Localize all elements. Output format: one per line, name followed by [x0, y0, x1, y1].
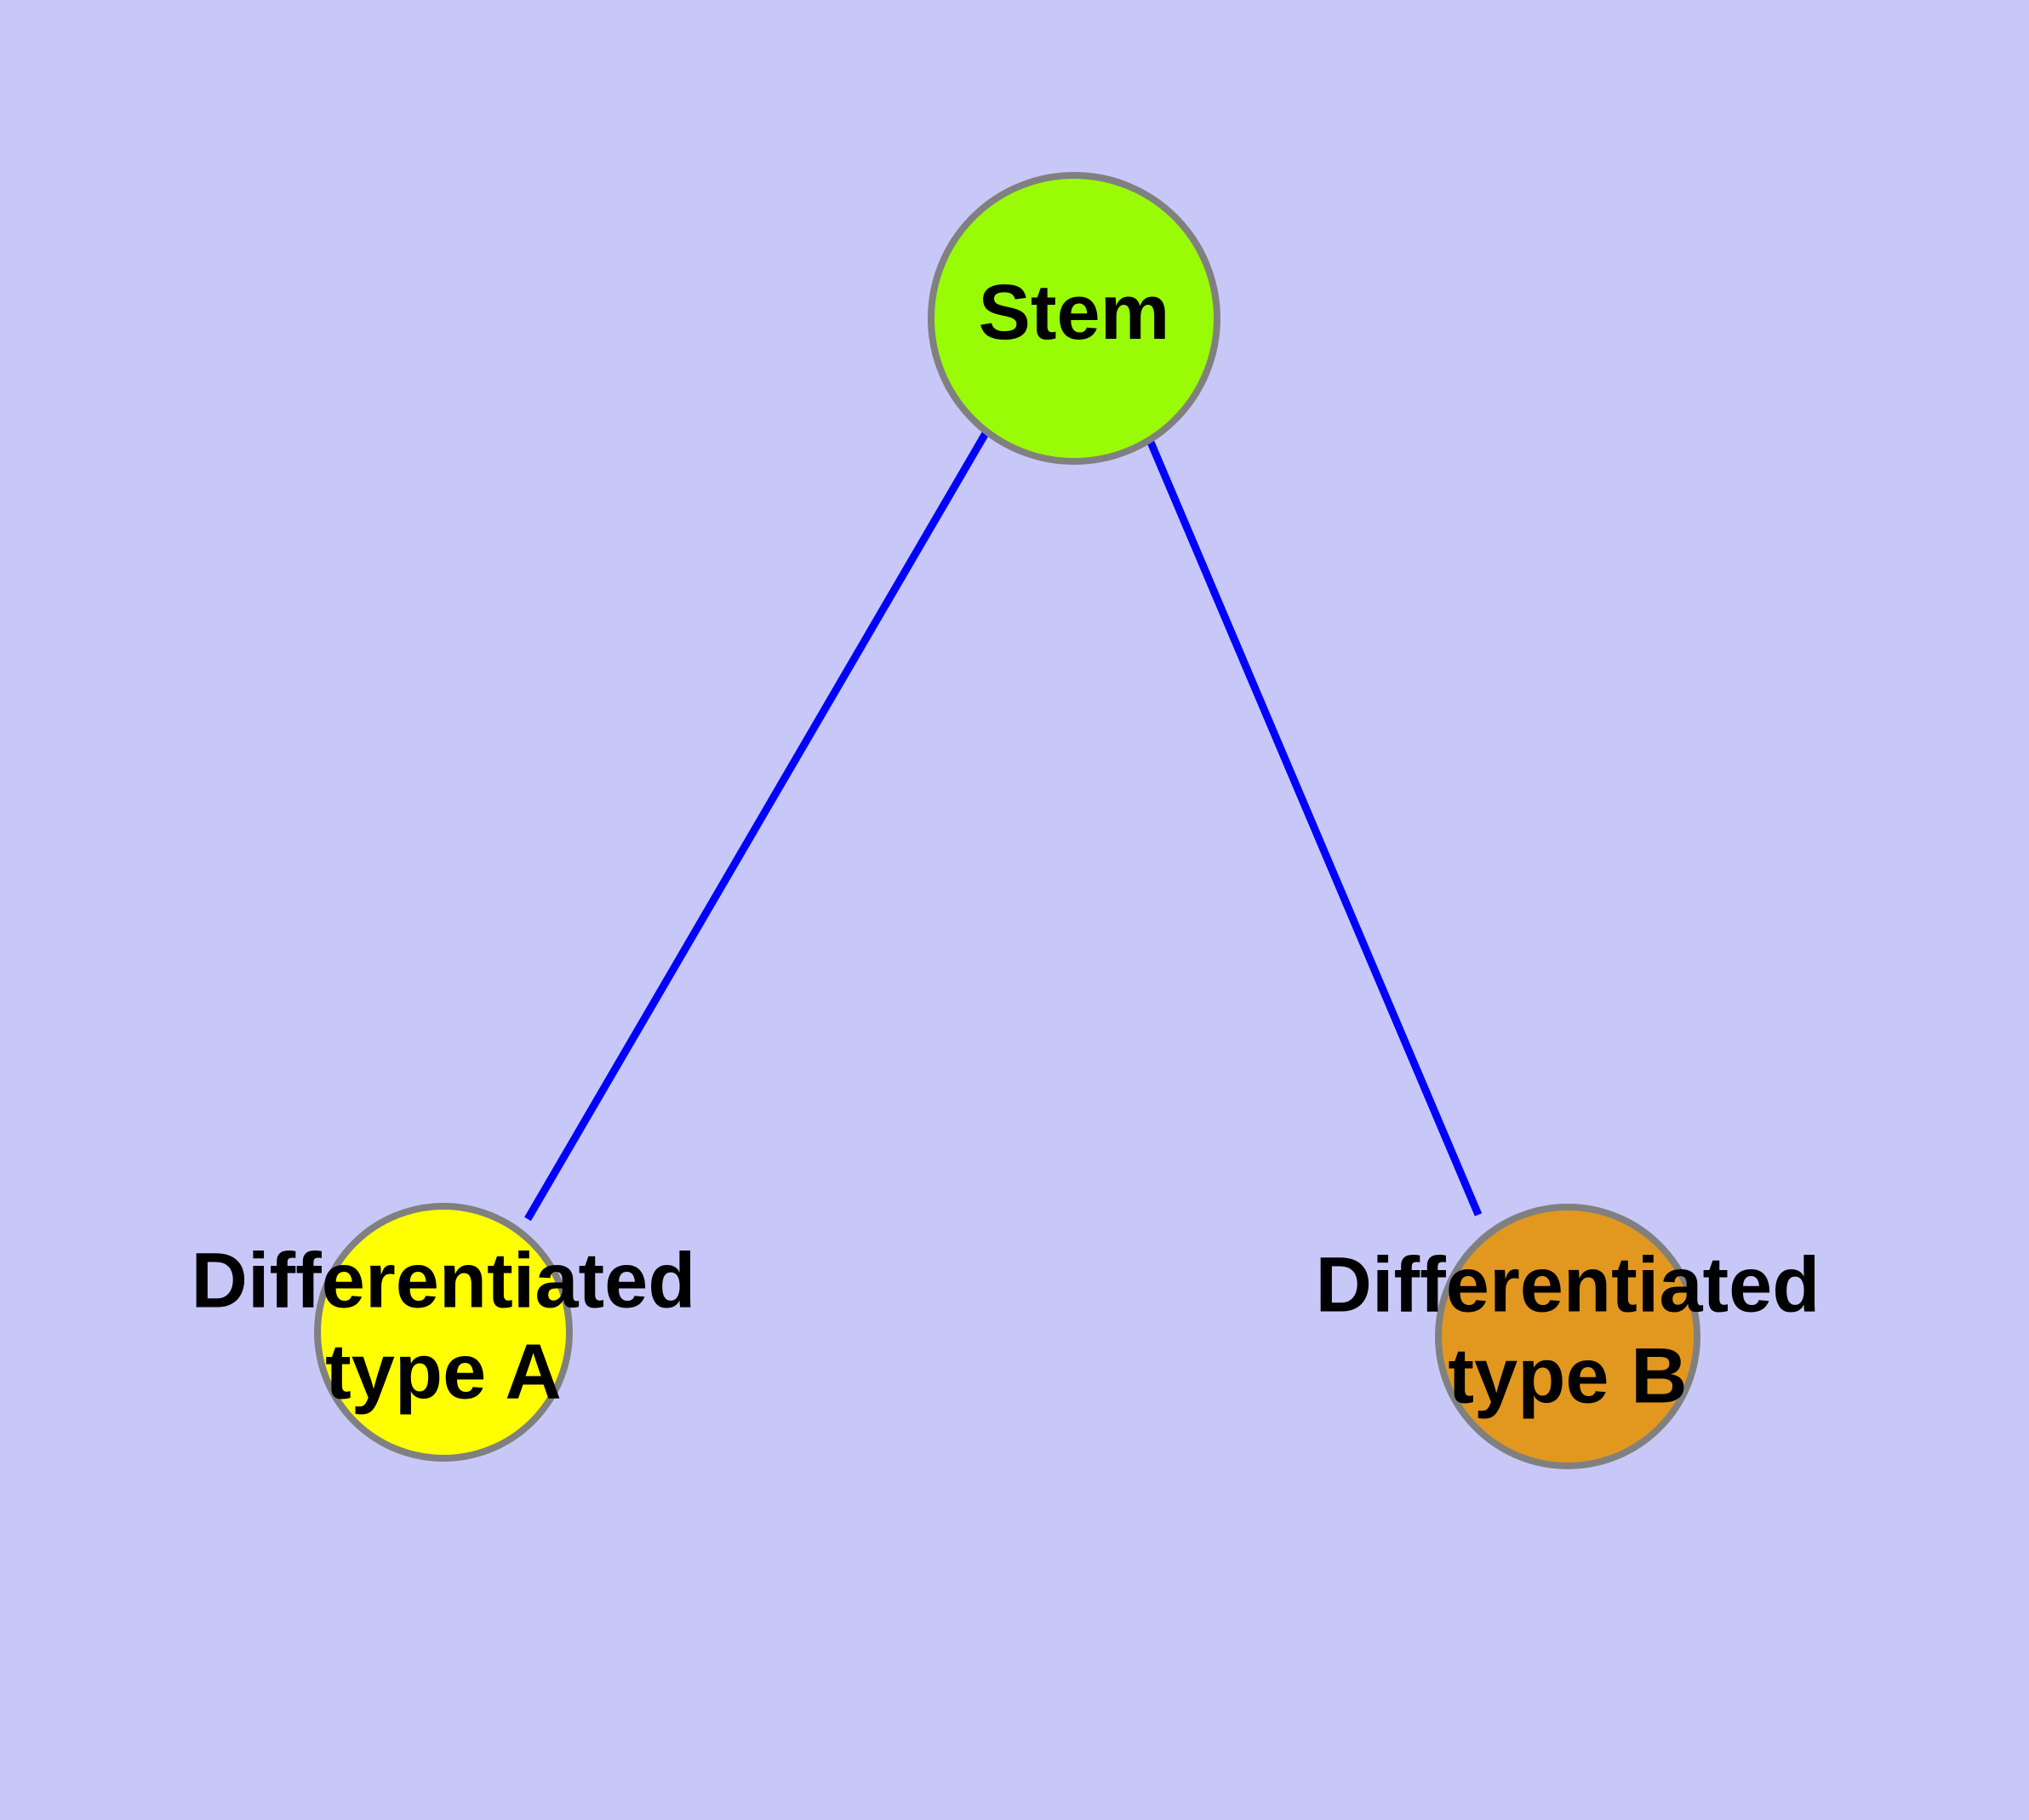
node-circle-stem[interactable]	[928, 172, 1220, 465]
edge-stem-diff-a[interactable]	[524, 431, 989, 1222]
edge-layer	[524, 431, 1483, 1222]
node-label-line: type B	[1448, 1333, 1687, 1420]
node-label-line: type A	[325, 1329, 562, 1416]
node-label-line: Stem	[979, 269, 1170, 356]
node-circle-diff_b[interactable]	[1435, 1204, 1700, 1469]
node-label-line: Differentiated	[191, 1238, 696, 1325]
node-label-line: Differentiated	[1316, 1242, 1820, 1329]
edge-stem-diff-b[interactable]	[1143, 432, 1483, 1216]
node-label-stem: Stem	[979, 269, 1170, 356]
node-circle-diff_a[interactable]	[314, 1203, 573, 1462]
node-stem[interactable]: Stem	[928, 172, 1220, 465]
